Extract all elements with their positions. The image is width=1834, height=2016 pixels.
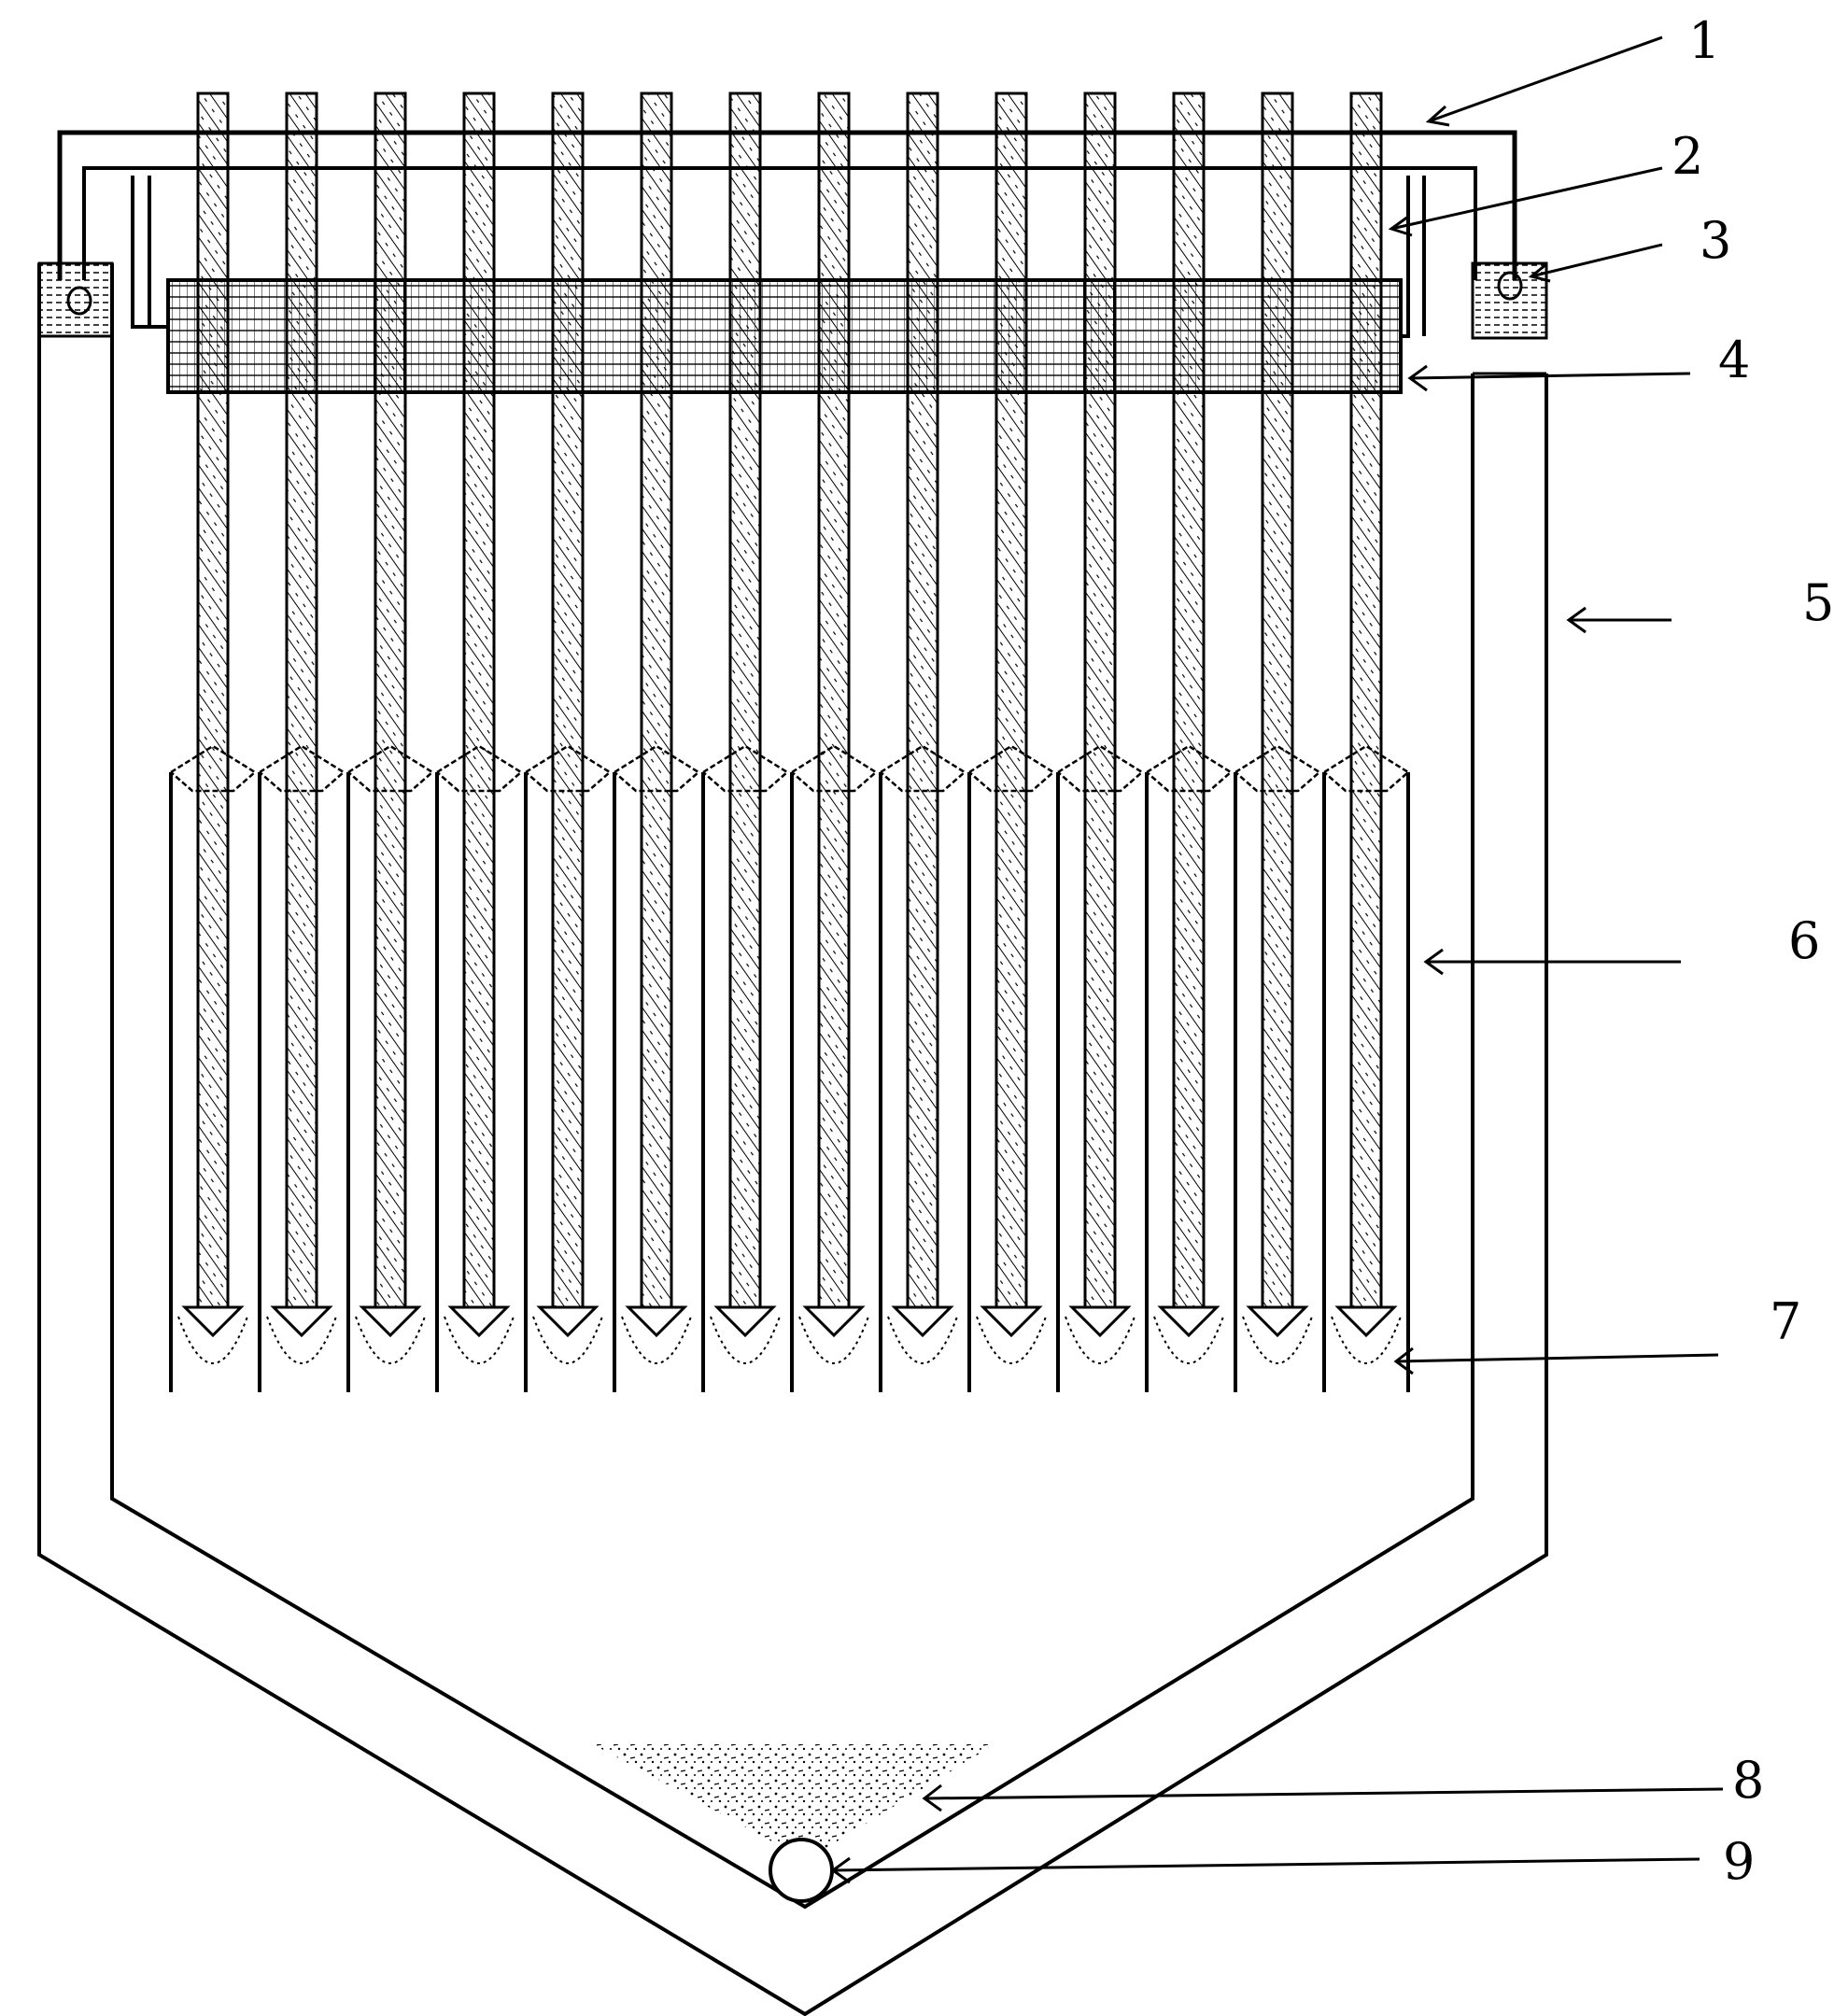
nozzle-spray xyxy=(266,1316,337,1364)
tube-inlet xyxy=(436,744,524,793)
rod xyxy=(1261,92,1294,1309)
rod xyxy=(196,92,230,1309)
tube-inlet xyxy=(1234,744,1322,793)
tube-nozzle xyxy=(713,1305,777,1338)
tube-nozzle xyxy=(181,1305,245,1338)
nozzle-spray xyxy=(177,1316,248,1364)
tube-nozzle xyxy=(1157,1305,1220,1338)
callout-8: 8 xyxy=(1732,1751,1764,1810)
nozzle-group xyxy=(177,1305,1402,1364)
tube-nozzle xyxy=(270,1305,333,1338)
tube-nozzle xyxy=(1334,1305,1398,1338)
callout-7: 7 xyxy=(1770,1292,1801,1351)
callout-2: 2 xyxy=(1672,127,1703,186)
tube-inlet xyxy=(880,744,967,793)
nozzle-spray xyxy=(444,1316,515,1364)
callout-labels: 1 2 3 4 5 6 7 8 9 xyxy=(1672,11,1834,1891)
rod xyxy=(374,92,407,1309)
nozzle-spray xyxy=(1331,1316,1402,1364)
tube-inlet xyxy=(1323,744,1411,793)
callout-1: 1 xyxy=(1688,11,1720,70)
tube-nozzle xyxy=(536,1305,600,1338)
tube-nozzle xyxy=(891,1305,954,1338)
tube-nozzle xyxy=(447,1305,511,1338)
nozzle-spray xyxy=(798,1316,869,1364)
rod xyxy=(995,92,1028,1309)
rod xyxy=(1083,92,1117,1309)
nozzle-spray xyxy=(621,1316,692,1364)
rod xyxy=(462,92,496,1309)
tube-nozzle xyxy=(1246,1305,1309,1338)
tube-inlet xyxy=(614,744,701,793)
nozzle-spray xyxy=(710,1316,781,1364)
nozzle-spray xyxy=(1153,1316,1224,1364)
rod xyxy=(551,92,585,1309)
rod xyxy=(906,92,939,1309)
tube-inlet xyxy=(968,744,1056,793)
tube-inlet xyxy=(791,744,879,793)
tube-inlet xyxy=(1146,744,1234,793)
tube-nozzle xyxy=(625,1305,688,1338)
rod xyxy=(285,92,318,1309)
tube-inlet xyxy=(525,744,613,793)
leader-lines xyxy=(830,35,1724,1884)
tube-nozzle xyxy=(802,1305,866,1338)
tube-inlet xyxy=(702,744,790,793)
nozzle-spray xyxy=(355,1316,426,1364)
rod xyxy=(1349,92,1383,1309)
vessel-wall xyxy=(37,263,1548,2016)
nozzle-spray xyxy=(532,1316,603,1364)
tube-inlet xyxy=(170,744,258,793)
tube-nozzle xyxy=(359,1305,422,1338)
tube-inlet xyxy=(347,744,435,793)
rod xyxy=(1172,92,1206,1309)
rod xyxy=(640,92,673,1309)
nozzle-spray xyxy=(1065,1316,1136,1364)
callout-6: 6 xyxy=(1788,911,1820,970)
rod xyxy=(728,92,762,1309)
callout-3: 3 xyxy=(1700,211,1731,270)
tube-inlet xyxy=(259,744,346,793)
inner-frame xyxy=(82,166,1477,338)
callout-9: 9 xyxy=(1723,1832,1755,1891)
callout-4: 4 xyxy=(1718,331,1750,389)
outlet-pipe xyxy=(769,1838,834,1903)
tube-nozzle xyxy=(980,1305,1043,1338)
tube-bank xyxy=(169,744,1411,1392)
top-frame xyxy=(57,130,1517,280)
nozzle-spray xyxy=(1242,1316,1313,1364)
tube-inlet xyxy=(1057,744,1145,793)
nozzle-spray xyxy=(887,1316,958,1364)
callout-5: 5 xyxy=(1802,573,1834,632)
rod xyxy=(817,92,851,1309)
rod-group xyxy=(196,92,1383,1309)
sediment xyxy=(593,1744,995,1851)
support-grid xyxy=(166,278,1403,394)
nozzle-spray xyxy=(976,1316,1047,1364)
tube-nozzle xyxy=(1068,1305,1132,1338)
